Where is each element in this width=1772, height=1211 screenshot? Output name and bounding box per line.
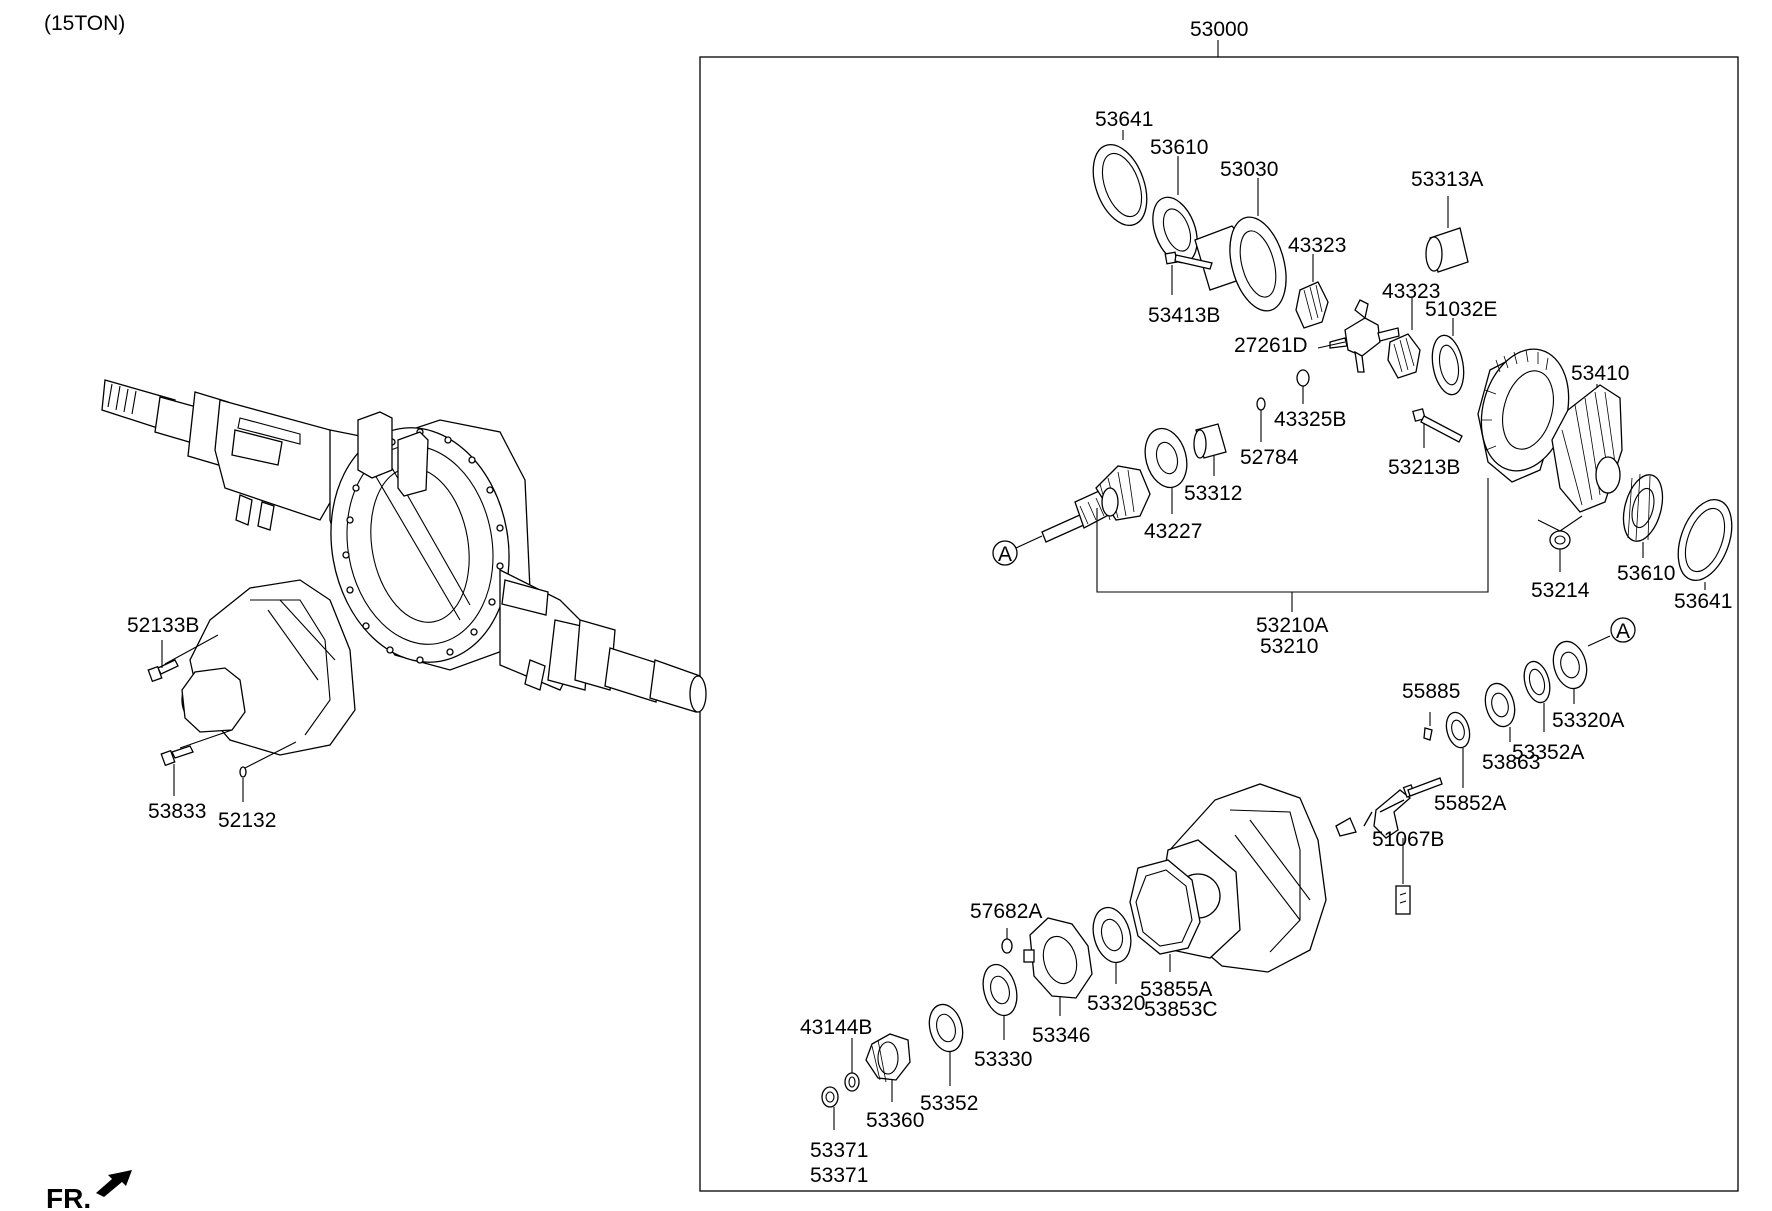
assembly-frame <box>699 56 1739 1192</box>
leader-52133b <box>164 634 219 665</box>
label-53371-a[interactable]: 53371 <box>810 1139 868 1162</box>
seal-55852a <box>1445 711 1471 749</box>
bearing-53320a <box>1552 640 1588 690</box>
label-53853c[interactable]: 53853C <box>1144 998 1218 1021</box>
leader-53833-b <box>179 729 233 749</box>
gear-43323-b <box>1387 333 1421 379</box>
label-53346[interactable]: 53346 <box>1032 1024 1090 1047</box>
label-43323-b[interactable]: 43323 <box>1382 280 1440 303</box>
seal-53641-bottom <box>1677 499 1733 581</box>
carrier-housing-left <box>181 579 356 756</box>
leader-ref-a-bottom <box>1587 635 1611 647</box>
bushing-53313a <box>1425 227 1469 273</box>
label-53313a[interactable]: 53313A <box>1411 168 1483 191</box>
front-arrow-icon <box>96 1170 132 1197</box>
label-55885[interactable]: 55885 <box>1402 680 1460 703</box>
plug-52132 <box>239 766 247 778</box>
bolt-53213b <box>1412 408 1463 443</box>
label-53320[interactable]: 53320 <box>1087 992 1145 1015</box>
washer-43325b <box>1296 369 1310 387</box>
label-53000[interactable]: 53000 <box>1190 18 1248 41</box>
label-52133b[interactable]: 52133B <box>127 614 199 637</box>
seal-53641-top <box>1092 144 1148 226</box>
label-51067b[interactable]: 51067B <box>1372 828 1444 851</box>
cage-53346 <box>1023 917 1093 999</box>
pin-55885 <box>1423 727 1433 741</box>
ref-circle-a-top <box>992 540 1018 566</box>
label-53360[interactable]: 53360 <box>866 1109 924 1132</box>
label-53610-top[interactable]: 53610 <box>1150 136 1208 159</box>
spacer-53312 <box>1193 423 1227 459</box>
label-53213b[interactable]: 53213B <box>1388 456 1460 479</box>
bearing-53330 <box>982 963 1018 1017</box>
leader-53214-a <box>1559 515 1583 532</box>
spider-27261d <box>1329 299 1400 373</box>
label-53352[interactable]: 53352 <box>920 1092 978 1115</box>
nut-53610-top <box>1152 196 1198 264</box>
bolt-53833 <box>160 745 194 767</box>
case-53410 <box>1551 384 1623 513</box>
label-53410[interactable]: 53410 <box>1571 362 1629 385</box>
flange-53360 <box>865 1033 911 1083</box>
drive-pinion <box>1041 465 1151 543</box>
label-43323-a[interactable]: 43323 <box>1288 234 1346 257</box>
label-53855a[interactable]: 53855A <box>1140 978 1212 1001</box>
pin-52784 <box>1256 397 1266 411</box>
diagram-title: (15TON) <box>44 12 125 35</box>
label-53413b[interactable]: 53413B <box>1148 304 1220 327</box>
seal-53352 <box>928 1003 964 1053</box>
label-53214[interactable]: 53214 <box>1531 579 1590 602</box>
label-51032e[interactable]: 51032E <box>1425 298 1497 321</box>
bearing-53863 <box>1484 682 1516 728</box>
leader-ref-a-top <box>1015 535 1043 549</box>
leader-52132-b <box>244 741 297 769</box>
shim-53855a <box>1129 859 1201 955</box>
label-53312[interactable]: 53312 <box>1184 482 1242 505</box>
axle-housing <box>101 379 707 713</box>
gear-43323-a <box>1295 281 1329 329</box>
bearing-43227 <box>1144 427 1188 489</box>
leader-27261d <box>1317 341 1346 349</box>
label-53371-b[interactable]: 53371 <box>810 1164 868 1187</box>
label-53320a[interactable]: 53320A <box>1552 709 1624 732</box>
bolt-52133b <box>147 659 179 683</box>
label-53863[interactable]: 53863 <box>1482 751 1540 774</box>
bearing-53320 <box>1092 906 1132 964</box>
front-marker: FR. <box>46 1183 91 1211</box>
label-43325b[interactable]: 43325B <box>1274 408 1346 431</box>
ref-circle-a-bottom <box>1610 617 1636 643</box>
label-53030[interactable]: 53030 <box>1220 158 1278 181</box>
label-53610-bottom[interactable]: 53610 <box>1617 562 1675 585</box>
bolt-53413b <box>1164 251 1213 270</box>
ref-marker-a-bottom: A <box>1616 620 1630 643</box>
ring-gear <box>1477 348 1570 483</box>
label-53641-bottom[interactable]: 53641 <box>1674 590 1732 613</box>
label-52784[interactable]: 52784 <box>1240 446 1299 469</box>
label-55852a[interactable]: 55852A <box>1434 792 1506 815</box>
label-53641-top[interactable]: 53641 <box>1095 108 1153 131</box>
shim-53352a <box>1523 660 1551 704</box>
bearing-51032e <box>1431 334 1465 396</box>
label-52132[interactable]: 52132 <box>218 809 276 832</box>
label-43227[interactable]: 43227 <box>1144 520 1202 543</box>
label-53352a[interactable]: 53352A <box>1512 741 1584 764</box>
label-53210[interactable]: 53210 <box>1260 635 1318 658</box>
nut-53214 <box>1549 530 1571 550</box>
leader-53214-b <box>1537 519 1561 532</box>
nut-53371 <box>821 1086 839 1108</box>
label-43144b[interactable]: 43144B <box>800 1016 872 1039</box>
label-53833[interactable]: 53833 <box>148 800 206 823</box>
plug-57682a <box>1001 938 1013 954</box>
case-53030 <box>1194 216 1287 312</box>
label-53330[interactable]: 53330 <box>974 1048 1032 1071</box>
label-53210a[interactable]: 53210A <box>1256 614 1328 637</box>
ref-marker-a-top: A <box>998 543 1012 566</box>
label-27261d[interactable]: 27261D <box>1234 334 1308 357</box>
nut-53610-bottom <box>1622 473 1664 542</box>
washer-43144b <box>844 1072 860 1092</box>
adjuster-51067b <box>1335 777 1443 915</box>
label-57682a[interactable]: 57682A <box>970 900 1042 923</box>
